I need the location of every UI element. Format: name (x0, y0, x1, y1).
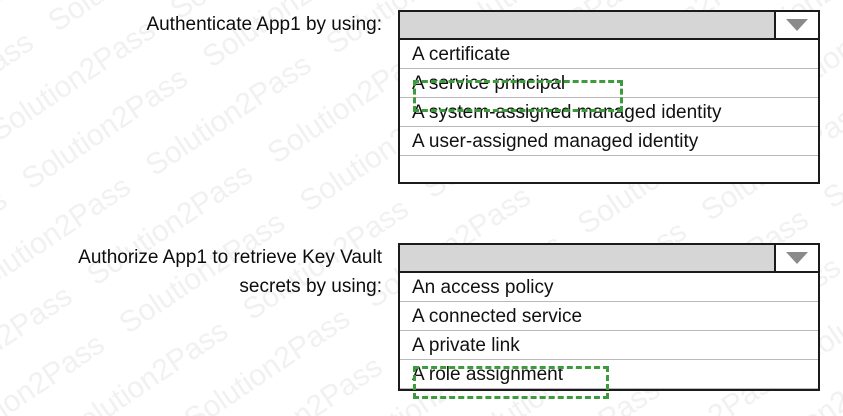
prompt-line: secrets by using: (239, 276, 382, 297)
dropdown-option[interactable]: An access policy (400, 273, 818, 302)
prompt-label-authorize: Authorize App1 to retrieve Key Vault sec… (0, 243, 398, 301)
dropdown-option[interactable]: A private link (400, 331, 818, 360)
question-group-authenticate: Authenticate App1 by using: A certificat… (0, 10, 820, 184)
dropdown-option[interactable]: A system-assigned managed identity (400, 98, 818, 127)
dropdown-authorize[interactable]: An access policy A connected service A p… (398, 243, 820, 391)
question-group-authorize: Authorize App1 to retrieve Key Vault sec… (0, 243, 820, 391)
dropdown-option[interactable]: A connected service (400, 302, 818, 331)
chevron-down-icon (786, 252, 808, 264)
prompt-line: Authenticate App1 by using: (146, 14, 382, 35)
dropdown-list-padding (400, 156, 818, 182)
dropdown-option[interactable]: A service principal (400, 69, 818, 98)
dropdown-header-authorize[interactable] (400, 245, 818, 273)
dropdown-toggle-button-authorize[interactable] (774, 245, 818, 271)
prompt-label-authenticate: Authenticate App1 by using: (0, 10, 398, 39)
prompt-line: Authorize App1 to retrieve Key Vault (78, 247, 382, 268)
dropdown-option[interactable]: A user-assigned managed identity (400, 127, 818, 156)
dropdown-header-authenticate[interactable] (400, 12, 818, 40)
dropdown-option[interactable]: A certificate (400, 40, 818, 69)
dropdown-toggle-button-authenticate[interactable] (774, 12, 818, 38)
chevron-down-icon (786, 19, 808, 31)
dropdown-authenticate[interactable]: A certificate A service principal A syst… (398, 10, 820, 184)
dropdown-option-list-authenticate: A certificate A service principal A syst… (400, 40, 818, 182)
dropdown-option[interactable]: A role assignment (400, 360, 818, 389)
dropdown-option-list-authorize: An access policy A connected service A p… (400, 273, 818, 389)
